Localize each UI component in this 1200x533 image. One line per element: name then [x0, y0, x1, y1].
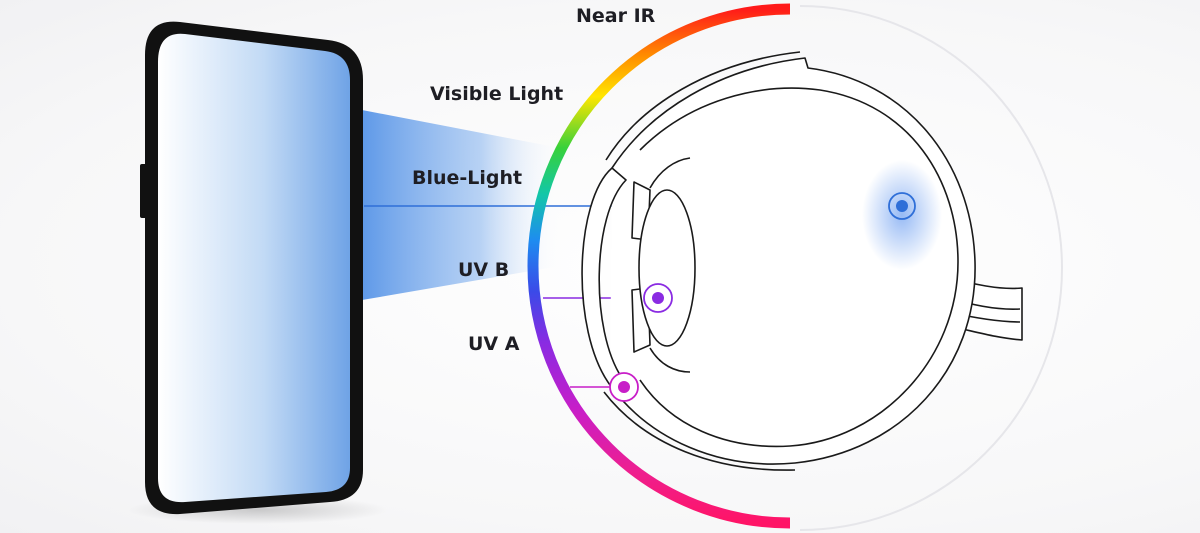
ciliary-upper: [649, 157, 691, 189]
label-visible-light: Visible Light: [430, 83, 563, 105]
phone-screen: [158, 33, 350, 503]
eye-lens: [638, 189, 696, 347]
label-uv-a: UV A: [468, 333, 520, 355]
blue-light-target-dot: [896, 200, 908, 212]
smartphone-icon: [128, 21, 388, 524]
eye-sclera-outer: [609, 57, 976, 465]
label-near-ir: Near IR: [576, 5, 656, 27]
uv-a-target-dot: [618, 381, 630, 393]
blue-light-target-ring: [888, 192, 916, 220]
ciliary-lower: [649, 347, 691, 373]
spectrum-arc: [527, 3, 791, 529]
background-arc: [799, 5, 1063, 531]
eye-retina-wall: [639, 87, 959, 448]
retina-glow: [862, 160, 942, 270]
label-blue-light: Blue-Light: [412, 167, 522, 189]
blue-light-beam: [362, 110, 560, 300]
eye-upper-shell: [605, 51, 801, 161]
eye-lower-shell: [603, 391, 796, 471]
eye-cross-section-icon: [581, 51, 1023, 471]
uv-b-target-dot: [652, 292, 664, 304]
label-uv-b: UV B: [458, 259, 509, 281]
